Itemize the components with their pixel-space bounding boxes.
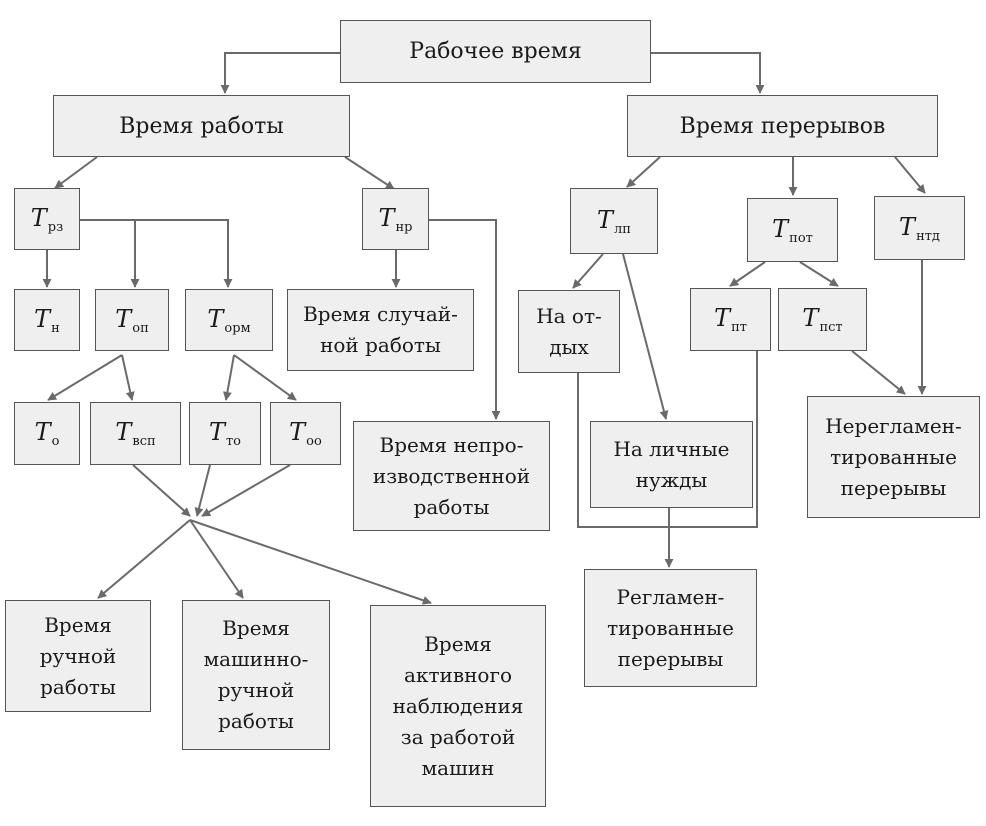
symbol-tlp: Tлп	[597, 205, 631, 237]
symbol-box-tpz: Tрз	[14, 188, 80, 250]
symbol-to: Tо	[34, 418, 60, 449]
active-observation-label: Время активного наблюдения за работой ма…	[392, 631, 524, 780]
symbol-box-tnr: Tнр	[362, 188, 429, 250]
arrow-work-to-tpz	[54, 156, 98, 189]
rest-label: На от- дых	[536, 303, 602, 359]
manual-work-box: Время ручной работы	[5, 600, 151, 712]
symbol-box-top: Tоп	[95, 289, 169, 351]
arrow-tvsp-to-hub	[132, 464, 191, 517]
regulated-breaks-label: Регламен- тированные перерывы	[607, 584, 734, 671]
arrow-hub-to-machine	[189, 519, 244, 599]
symbol-tpot: Tпот	[772, 214, 813, 246]
arrow-tpot-to-tpst	[799, 261, 839, 287]
arrow-tpz-to-top	[80, 219, 233, 288]
symbol-box-tto: Tто	[189, 402, 261, 465]
root-label: Рабочее время	[409, 39, 582, 64]
symbol-torm: Tорм	[207, 304, 251, 336]
unregulated-breaks-label: Нерегламен- тированные перерывы	[825, 413, 962, 500]
symbol-tpst: Tпст	[802, 304, 843, 335]
root-box: Рабочее время	[340, 20, 651, 83]
bracket-breaks	[577, 351, 758, 528]
arrow-breaks-to-tntd	[894, 156, 926, 194]
nonprod-work-label: Время непро- изводственной работы	[372, 432, 531, 519]
arrow-torm-to-tto	[222, 354, 235, 401]
symbol-tto: Tто	[208, 418, 242, 449]
symbol-box-tn: Tн	[14, 289, 80, 351]
symbol-too: Tоо	[289, 418, 322, 449]
arrow-tpst-to-unregulated	[851, 350, 906, 395]
symbol-box-tntd: Tнтд	[874, 196, 965, 260]
symbol-tpt: Tпт	[714, 304, 747, 335]
symbol-tntd: Tнтд	[899, 212, 940, 244]
arrow-breaks-to-tlp	[626, 156, 661, 188]
personal-needs-box: На личные нужды	[590, 421, 753, 508]
arrow-top-to-to	[47, 354, 123, 401]
unregulated-breaks-box: Нерегламен- тированные перерывы	[807, 396, 980, 518]
arrow-root-to-work	[220, 52, 340, 94]
active-observation-box: Время активного наблюдения за работой ма…	[370, 605, 546, 807]
symbol-tvsp: Tвсп	[115, 418, 156, 449]
arrow-work-to-tn	[344, 156, 395, 190]
random-work-label: Время случай- ной работы	[303, 302, 458, 357]
personal-needs-label: На личные нужды	[613, 436, 730, 492]
arrow-too-to-hub	[201, 464, 291, 517]
break-time-box: Время перерывов	[627, 95, 938, 157]
arrow-root-to-breaks	[650, 52, 765, 94]
arrow-tlp-to-rest	[572, 253, 604, 289]
arrow-tto-to-hub	[194, 464, 211, 517]
arrow-tpot-to-tpt	[729, 261, 766, 287]
symbol-tn: Tн	[34, 304, 60, 336]
symbol-top: Tоп	[115, 304, 149, 336]
work-time-label: Время работы	[119, 113, 284, 139]
arrow-hub-to-manual	[97, 519, 191, 599]
symbol-box-tpt: Tпт	[690, 288, 771, 351]
symbol-box-tvsp: Tвсп	[90, 402, 181, 465]
machine-manual-work-label: Время машинно- ручной работы	[203, 616, 309, 733]
symbol-box-tpst: Tпст	[778, 288, 867, 351]
symbol-box-tpot: Tпот	[747, 198, 838, 262]
symbol-tnr: Tнр	[378, 203, 413, 235]
arrow-hub-to-observation	[189, 519, 432, 605]
symbol-tpz: Tрз	[30, 203, 64, 235]
machine-manual-work-box: Время машинно- ручной работы	[182, 600, 330, 750]
rest-box: На от- дых	[518, 290, 620, 373]
arrow-tn-to-nonprod	[429, 219, 501, 420]
symbol-box-too: Tоо	[270, 402, 341, 465]
break-time-label: Время перерывов	[679, 113, 886, 139]
arrow-tlp-to-needs	[622, 253, 669, 420]
symbol-box-to: Tо	[14, 402, 80, 465]
symbol-box-tlp: Tлп	[570, 188, 658, 254]
nonprod-work-box: Время непро- изводственной работы	[353, 421, 550, 531]
manual-work-label: Время ручной работы	[39, 612, 117, 699]
work-time-box: Время работы	[53, 95, 350, 157]
random-work-box: Время случай- ной работы	[287, 289, 474, 371]
arrow-top-to-tvsp	[121, 354, 135, 401]
symbol-box-torm: Tорм	[185, 289, 273, 351]
arrow-torm-to-too	[233, 354, 297, 401]
regulated-breaks-box: Регламен- тированные перерывы	[584, 569, 757, 687]
